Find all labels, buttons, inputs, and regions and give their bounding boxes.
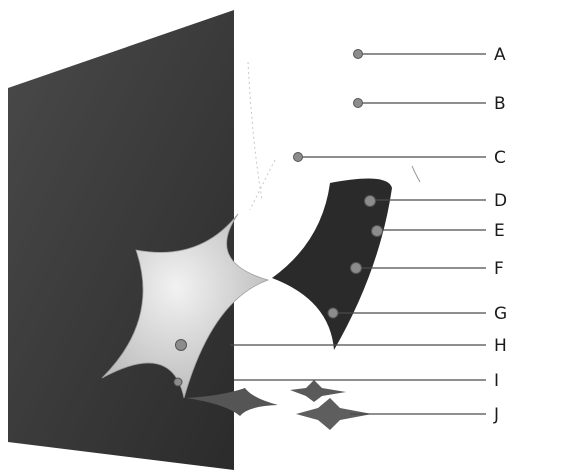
- marker-dot-d: [365, 196, 376, 207]
- label-c: C: [494, 148, 506, 168]
- marker-dot-a: [354, 50, 363, 59]
- motion-trail: [248, 62, 262, 200]
- marker-dot-b: [354, 99, 363, 108]
- label-i: I: [494, 371, 499, 391]
- marker-dot-f: [351, 263, 362, 274]
- label-a: A: [494, 45, 506, 65]
- label-b: B: [494, 94, 506, 114]
- label-j: J: [493, 405, 499, 425]
- label-d: D: [494, 191, 507, 211]
- motion-trail: [250, 160, 275, 210]
- marker-dot-e: [372, 226, 383, 237]
- wall-panel: [8, 10, 234, 470]
- marker-dot-c: [294, 153, 303, 162]
- label-e: E: [494, 221, 505, 241]
- marker-dot-g: [328, 308, 338, 318]
- label-f: F: [494, 259, 504, 279]
- small-shadow-shape: [290, 380, 346, 402]
- marker-dot-i: [174, 378, 182, 386]
- marker-dot-h: [176, 340, 187, 351]
- label-g: G: [494, 304, 507, 324]
- label-h: H: [494, 336, 507, 356]
- motion-trail: [412, 166, 420, 182]
